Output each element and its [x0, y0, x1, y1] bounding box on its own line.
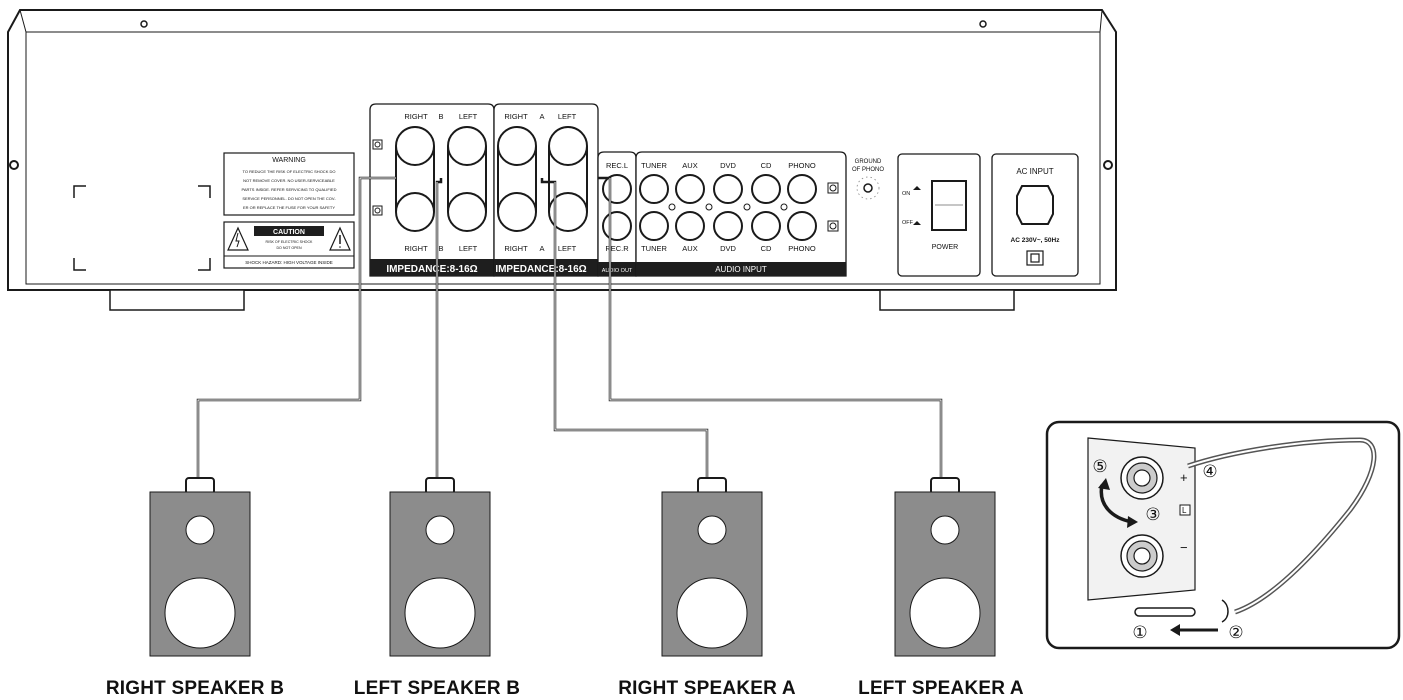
power-switch-panel: ON OFF POWER	[897, 153, 981, 277]
impedance-label-b: IMPEDANCE:8-16Ω	[386, 264, 477, 275]
channel-label: L	[1182, 506, 1187, 515]
screw-icon	[1103, 160, 1113, 170]
right-speaker-a-icon	[661, 477, 763, 657]
warning-line: SERVICE PERSONNEL. DO NOT OPEN THE COV-	[242, 196, 336, 201]
input-label-cd: CD	[761, 161, 772, 170]
input-label-tuner: TUNER	[641, 161, 667, 170]
impedance-label-a: IMPEDANCE:8-16Ω	[495, 264, 586, 275]
power-off-label: OFF	[902, 220, 914, 226]
foot-right	[879, 289, 1015, 311]
minus-sign: −	[1180, 540, 1188, 555]
input-label-cd: CD	[761, 244, 772, 253]
warning-line: ER OR REPLACE THE FUSE FOR YOUR SAFETY	[243, 205, 335, 210]
ac-rating: AC 230V~, 50Hz	[1011, 237, 1061, 244]
insulation-sleeve-icon	[1134, 607, 1196, 617]
jumper-links	[395, 146, 588, 212]
rec-r-label: REC.R	[605, 244, 629, 253]
audio-input-label: AUDIO INPUT	[715, 265, 767, 274]
terminal-label: A	[539, 112, 544, 121]
terminal-label: LEFT	[558, 112, 577, 121]
power-label: POWER	[932, 244, 958, 251]
step-5: ⑤	[1092, 457, 1107, 476]
terminal-label: RIGHT	[404, 244, 428, 253]
ground-label: GROUND	[855, 159, 882, 165]
ground-label: OF PHONO	[852, 167, 884, 173]
warning-line: PARTS INSIDE. REFER SERVICING TO QUALIFI…	[242, 187, 337, 192]
warning-line: NOT REMOVE COVER. NO USER-SERVICEABLE	[243, 178, 335, 183]
step-2: ②	[1228, 623, 1243, 642]
caution-line: RISK OF ELECTRIC SHOCK	[266, 240, 314, 244]
foot-left	[109, 289, 245, 311]
terminal-label: A	[539, 244, 544, 253]
terminal-label: B	[438, 244, 443, 253]
screw-icon	[979, 20, 987, 28]
ac-socket-icon	[1016, 185, 1054, 225]
input-label-dvd: DVD	[720, 161, 736, 170]
speaker-label-left-a: LEFT SPEAKER A	[858, 678, 1024, 699]
power-on-label: ON	[902, 191, 910, 197]
caution-footer: SHOCK HAZARD: HIGH VOLTAGE INSIDE	[245, 260, 333, 265]
binding-post-negative-icon	[1120, 534, 1164, 578]
input-label-tuner: TUNER	[641, 244, 667, 253]
left-speaker-a-icon	[894, 477, 996, 657]
warning-label: WARNING TO REDUCE THE RISK OF ELECTRIC S…	[223, 152, 355, 216]
input-label-aux: AUX	[682, 244, 697, 253]
twist-arrow-icon	[1221, 599, 1229, 623]
input-label-phono: PHONO	[788, 244, 816, 253]
terminal-label: RIGHT	[404, 112, 428, 121]
audio-input-jacks: AUDIO INPUT TUNER AUX DVD CD PHONO TUNER…	[635, 151, 847, 277]
ground-terminal-icon	[863, 183, 873, 193]
terminal-label: LEFT	[558, 244, 577, 253]
input-label-phono: PHONO	[788, 161, 816, 170]
input-label-aux: AUX	[682, 161, 697, 170]
speaker-label-right-b: RIGHT SPEAKER B	[105, 678, 285, 699]
caution-line: DO NOT OPEN	[276, 246, 301, 250]
terminal-label: B	[438, 112, 443, 121]
shock-warning-icon	[227, 226, 249, 251]
power-rocker-switch[interactable]	[931, 180, 967, 231]
audio-out-label: AUDIO OUT	[602, 268, 633, 274]
speaker-label-left-b: LEFT SPEAKER B	[353, 678, 521, 699]
speakers	[149, 477, 996, 657]
wiring-inset: + − L ① ② ③ ④ ⑤	[1045, 420, 1401, 650]
terminal-label: RIGHT	[504, 244, 528, 253]
step-1: ①	[1132, 623, 1147, 642]
audio-out-jacks: AUDIO OUT REC.L REC.R	[597, 151, 637, 277]
terminal-label: RIGHT	[504, 112, 528, 121]
ac-input-title: AC INPUT	[1016, 167, 1053, 176]
rotate-arrow-icon	[1099, 484, 1133, 524]
left-speaker-b-icon	[389, 477, 491, 657]
phono-ground: GROUND OF PHONO	[852, 159, 884, 200]
terminal-label: LEFT	[459, 112, 478, 121]
caution-label: CAUTION RISK OF ELECTRIC SHOCK DO NOT OP…	[223, 221, 355, 269]
rec-l-label: REC.L	[606, 161, 628, 170]
plus-marker-icon	[372, 139, 383, 150]
caution-title: CAUTION	[273, 229, 305, 236]
input-label-dvd: DVD	[720, 244, 736, 253]
warning-title: WARNING	[272, 157, 306, 164]
step-4: ④	[1202, 462, 1217, 481]
screw-marker-icon	[827, 220, 839, 232]
screw-icon	[140, 20, 148, 28]
terminal-label: LEFT	[459, 244, 478, 253]
screw-marker-icon	[827, 182, 839, 194]
speaker-label-right-a: RIGHT SPEAKER A	[618, 678, 796, 699]
plus-sign: +	[1180, 470, 1188, 485]
minus-marker-icon	[372, 205, 383, 216]
screw-icon	[9, 160, 19, 170]
ac-input-panel: AC INPUT AC 230V~, 50Hz	[991, 153, 1079, 277]
right-speaker-b-icon	[149, 477, 251, 657]
step-3: ③	[1145, 505, 1160, 524]
warning-line: TO REDUCE THE RISK OF ELECTRIC SHOCK DO	[243, 169, 336, 174]
binding-post-positive-icon	[1120, 456, 1164, 500]
corner-marks	[73, 185, 211, 271]
